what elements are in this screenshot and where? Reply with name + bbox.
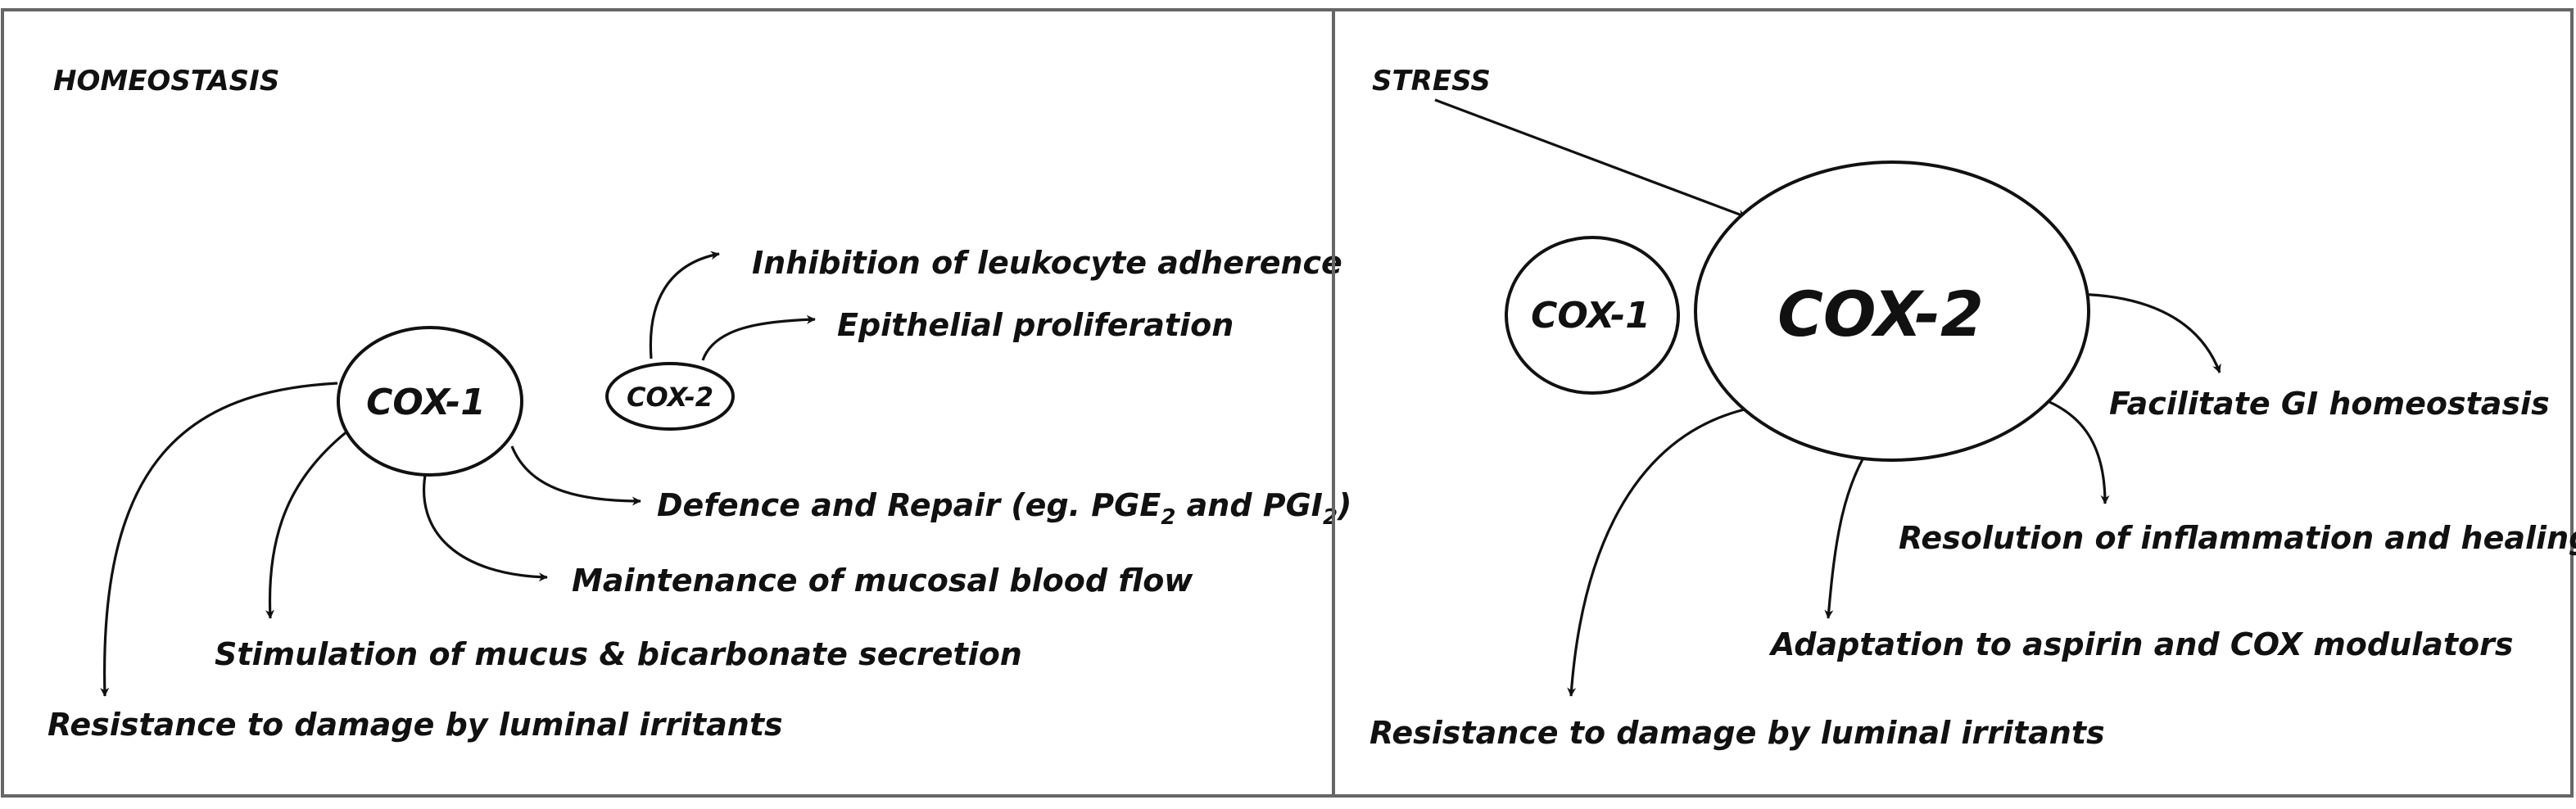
arrow-to-resistance-right (1567, 408, 1745, 697)
cox2-large-label: COX-2 (1777, 278, 1984, 350)
arrow-to-resolution (2029, 393, 2110, 504)
cox2-small-ellipse (605, 362, 735, 431)
homeostasis-arrows (100, 251, 816, 697)
defence-and: and PGI (1175, 487, 1323, 523)
defence-close: ) (1336, 487, 1351, 523)
facilitate-label: Facilitate GI homeostasis (2109, 386, 2550, 422)
cox2-small-label: COX-2 (627, 382, 713, 413)
stress-panel: STRESS COX-1 COX-2 Facilitate GI homeost… (1332, 8, 2576, 798)
resolution-label: Resolution of inflammation and healing (1899, 520, 2576, 556)
defence-label: Defence and Repair (eg. PGE2 and PGI2) (657, 487, 1351, 530)
cox1-label: COX-1 (366, 382, 486, 423)
arrow-to-epithelial (701, 314, 816, 361)
stimulation-label: Stimulation of mucus & bicarbonate secre… (215, 636, 1022, 672)
arrow-to-resistance-left (100, 382, 338, 697)
homeostasis-cox1: COX-1 (337, 326, 523, 477)
stress-heading: STRESS (1372, 65, 1491, 97)
stress-cox1-label: COX-1 (1531, 295, 1650, 337)
adaptation-label: Adaptation to aspirin and COX modulators (1768, 626, 2513, 662)
resistance-right-label: Resistance to damage by luminal irritant… (1369, 715, 2105, 751)
stress-cox1: COX-1 (1505, 236, 1680, 395)
cox2-large-ellipse (1694, 160, 2090, 462)
homeostasis-cox2: COX-2 (605, 362, 735, 431)
stress-frame (1332, 8, 2574, 798)
defence-sub-1: 2 (1161, 505, 1175, 530)
defence-text: Defence and Repair (eg. PGE (657, 487, 1161, 523)
defence-sub-2: 2 (1323, 505, 1338, 530)
arrow-to-stimulation (265, 426, 353, 619)
stress-cox2: COX-2 (1694, 160, 2090, 462)
arrow-to-adaptation (1824, 437, 1877, 619)
arrow-to-maintenance (422, 470, 548, 582)
inhibition-label: Inhibition of leukocyte adherence (752, 245, 1342, 281)
epithelial-label: Epithelial proliferation (837, 307, 1234, 343)
maintenance-label: Maintenance of mucosal blood flow (572, 563, 1193, 599)
stress-cox1-ellipse (1505, 236, 1680, 395)
arrow-to-defence (510, 445, 641, 506)
homeostasis-heading: HOMEOSTASIS (53, 65, 279, 97)
resistance-left-label: Resistance to damage by luminal irritant… (48, 707, 783, 743)
homeostasis-panel: HOMEOSTASIS COX-1 COX-2 Inhibition of le… (1, 8, 1351, 798)
cox1-ellipse (337, 326, 523, 477)
arrow-to-inhibition (649, 251, 720, 359)
arrow-stress-to-cox2 (1434, 98, 1747, 219)
